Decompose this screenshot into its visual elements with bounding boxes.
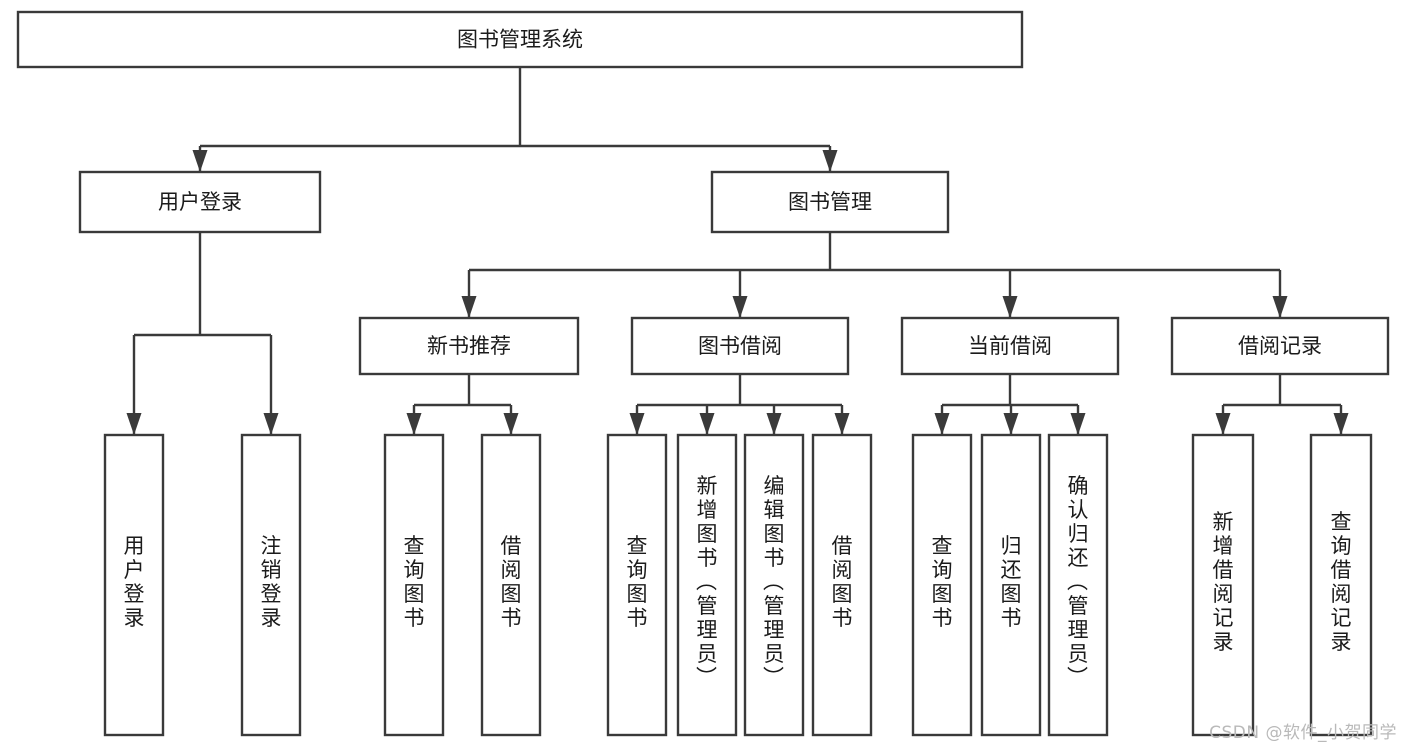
node-leaf-edit-book[interactable]: 编辑图书（管理员） <box>743 433 805 737</box>
edge-arrowhead <box>1333 413 1349 435</box>
edge-arrowhead <box>834 413 850 435</box>
node-book-manage-box <box>710 170 950 234</box>
node-leaf-confirm-return-box <box>1047 433 1109 737</box>
node-leaf-add-book[interactable]: 新增图书（管理员） <box>676 433 738 737</box>
node-leaf-user-login-label: 用户登录 <box>124 534 145 630</box>
node-borrow-record-box <box>1170 316 1390 376</box>
edge-arrowhead <box>1070 413 1086 435</box>
edge-arrowhead <box>126 413 142 435</box>
node-leaf-add-record-label: 新增借阅记录 <box>1213 510 1234 654</box>
node-leaf-return-book-label: 归还图书 <box>1001 534 1022 630</box>
node-leaf-query-book-2[interactable]: 查询图书 <box>606 433 668 737</box>
node-leaf-borrow-book-2-box <box>811 433 873 737</box>
node-leaf-query-record-box <box>1309 433 1373 737</box>
node-leaf-query-book-3-box <box>911 433 973 737</box>
node-leaf-confirm-return[interactable]: 确认归还（管理员） <box>1047 433 1109 737</box>
node-root-box <box>16 10 1024 69</box>
edge-arrowhead <box>1272 296 1288 318</box>
edge-arrowhead <box>1215 413 1231 435</box>
node-leaf-borrow-book-2-label: 借阅图书 <box>832 534 853 630</box>
node-leaf-query-book-1[interactable]: 查询图书 <box>383 433 445 737</box>
node-leaf-query-book-1-label: 查询图书 <box>404 534 425 630</box>
node-leaf-borrow-book-1[interactable]: 借阅图书 <box>480 433 542 737</box>
node-leaf-query-book-2-label: 查询图书 <box>627 534 648 630</box>
edge-arrowhead <box>629 413 645 435</box>
edge-arrowhead <box>732 296 748 318</box>
node-leaf-add-record[interactable]: 新增借阅记录 <box>1191 433 1255 737</box>
node-leaf-logout[interactable]: 注销登录 <box>240 433 302 737</box>
edge-arrowhead <box>822 150 838 172</box>
edge-arrowhead <box>406 413 422 435</box>
node-leaf-borrow-book-1-box <box>480 433 542 737</box>
node-book-manage-label: 图书管理 <box>788 190 872 214</box>
edge-arrowhead <box>699 413 715 435</box>
node-book-borrow-label: 图书借阅 <box>698 334 782 358</box>
node-leaf-user-login-box <box>103 433 165 737</box>
edge-arrowhead <box>192 150 208 172</box>
node-leaf-query-book-1-box <box>383 433 445 737</box>
node-new-book-rec-label: 新书推荐 <box>427 334 511 358</box>
node-leaf-query-book-2-box <box>606 433 668 737</box>
node-user-login-box <box>78 170 322 234</box>
node-book-borrow[interactable]: 图书借阅 <box>630 316 850 376</box>
edges-layer <box>126 67 1349 435</box>
node-user-login-label: 用户登录 <box>158 190 242 214</box>
edge-arrowhead <box>766 413 782 435</box>
edge-arrowhead <box>1003 413 1019 435</box>
edge-arrowhead <box>503 413 519 435</box>
node-leaf-user-login[interactable]: 用户登录 <box>103 433 165 737</box>
node-leaf-query-record-label: 查询借阅记录 <box>1331 510 1352 654</box>
node-book-manage[interactable]: 图书管理 <box>710 170 950 234</box>
node-leaf-borrow-book-1-label: 借阅图书 <box>501 534 522 630</box>
edge-arrowhead <box>1002 296 1018 318</box>
node-borrow-record[interactable]: 借阅记录 <box>1170 316 1390 376</box>
node-leaf-add-book-box <box>676 433 738 737</box>
node-leaf-add-record-box <box>1191 433 1255 737</box>
node-leaf-logout-label: 注销登录 <box>261 534 282 630</box>
node-user-login[interactable]: 用户登录 <box>78 170 322 234</box>
node-root-label: 图书管理系统 <box>457 28 583 52</box>
node-leaf-query-record[interactable]: 查询借阅记录 <box>1309 433 1373 737</box>
node-current-borrow-label: 当前借阅 <box>968 334 1052 358</box>
node-leaf-borrow-book-2[interactable]: 借阅图书 <box>811 433 873 737</box>
edge-arrowhead <box>934 413 950 435</box>
node-current-borrow[interactable]: 当前借阅 <box>900 316 1120 376</box>
node-leaf-confirm-return-label: 确认归还（管理员） <box>1067 474 1089 690</box>
edge-arrowhead <box>461 296 477 318</box>
nodes-layer: 图书管理系统用户登录图书管理新书推荐图书借阅当前借阅借阅记录用户登录注销登录查询… <box>16 10 1390 737</box>
node-current-borrow-box <box>900 316 1120 376</box>
node-borrow-record-label: 借阅记录 <box>1238 334 1322 358</box>
node-leaf-query-book-3[interactable]: 查询图书 <box>911 433 973 737</box>
node-leaf-edit-book-label: 编辑图书（管理员） <box>763 474 785 690</box>
csdn-watermark: CSDN @软件_小贺同学 <box>1209 723 1397 743</box>
node-root[interactable]: 图书管理系统 <box>16 10 1024 69</box>
edge-arrowhead <box>263 413 279 435</box>
node-leaf-query-book-3-label: 查询图书 <box>932 534 953 630</box>
node-leaf-return-book-box <box>980 433 1042 737</box>
node-new-book-rec-box <box>358 316 580 376</box>
node-new-book-rec[interactable]: 新书推荐 <box>358 316 580 376</box>
node-leaf-edit-book-box <box>743 433 805 737</box>
node-leaf-add-book-label: 新增图书（管理员） <box>696 474 718 690</box>
node-leaf-return-book[interactable]: 归还图书 <box>980 433 1042 737</box>
node-book-borrow-box <box>630 316 850 376</box>
node-leaf-logout-box <box>240 433 302 737</box>
